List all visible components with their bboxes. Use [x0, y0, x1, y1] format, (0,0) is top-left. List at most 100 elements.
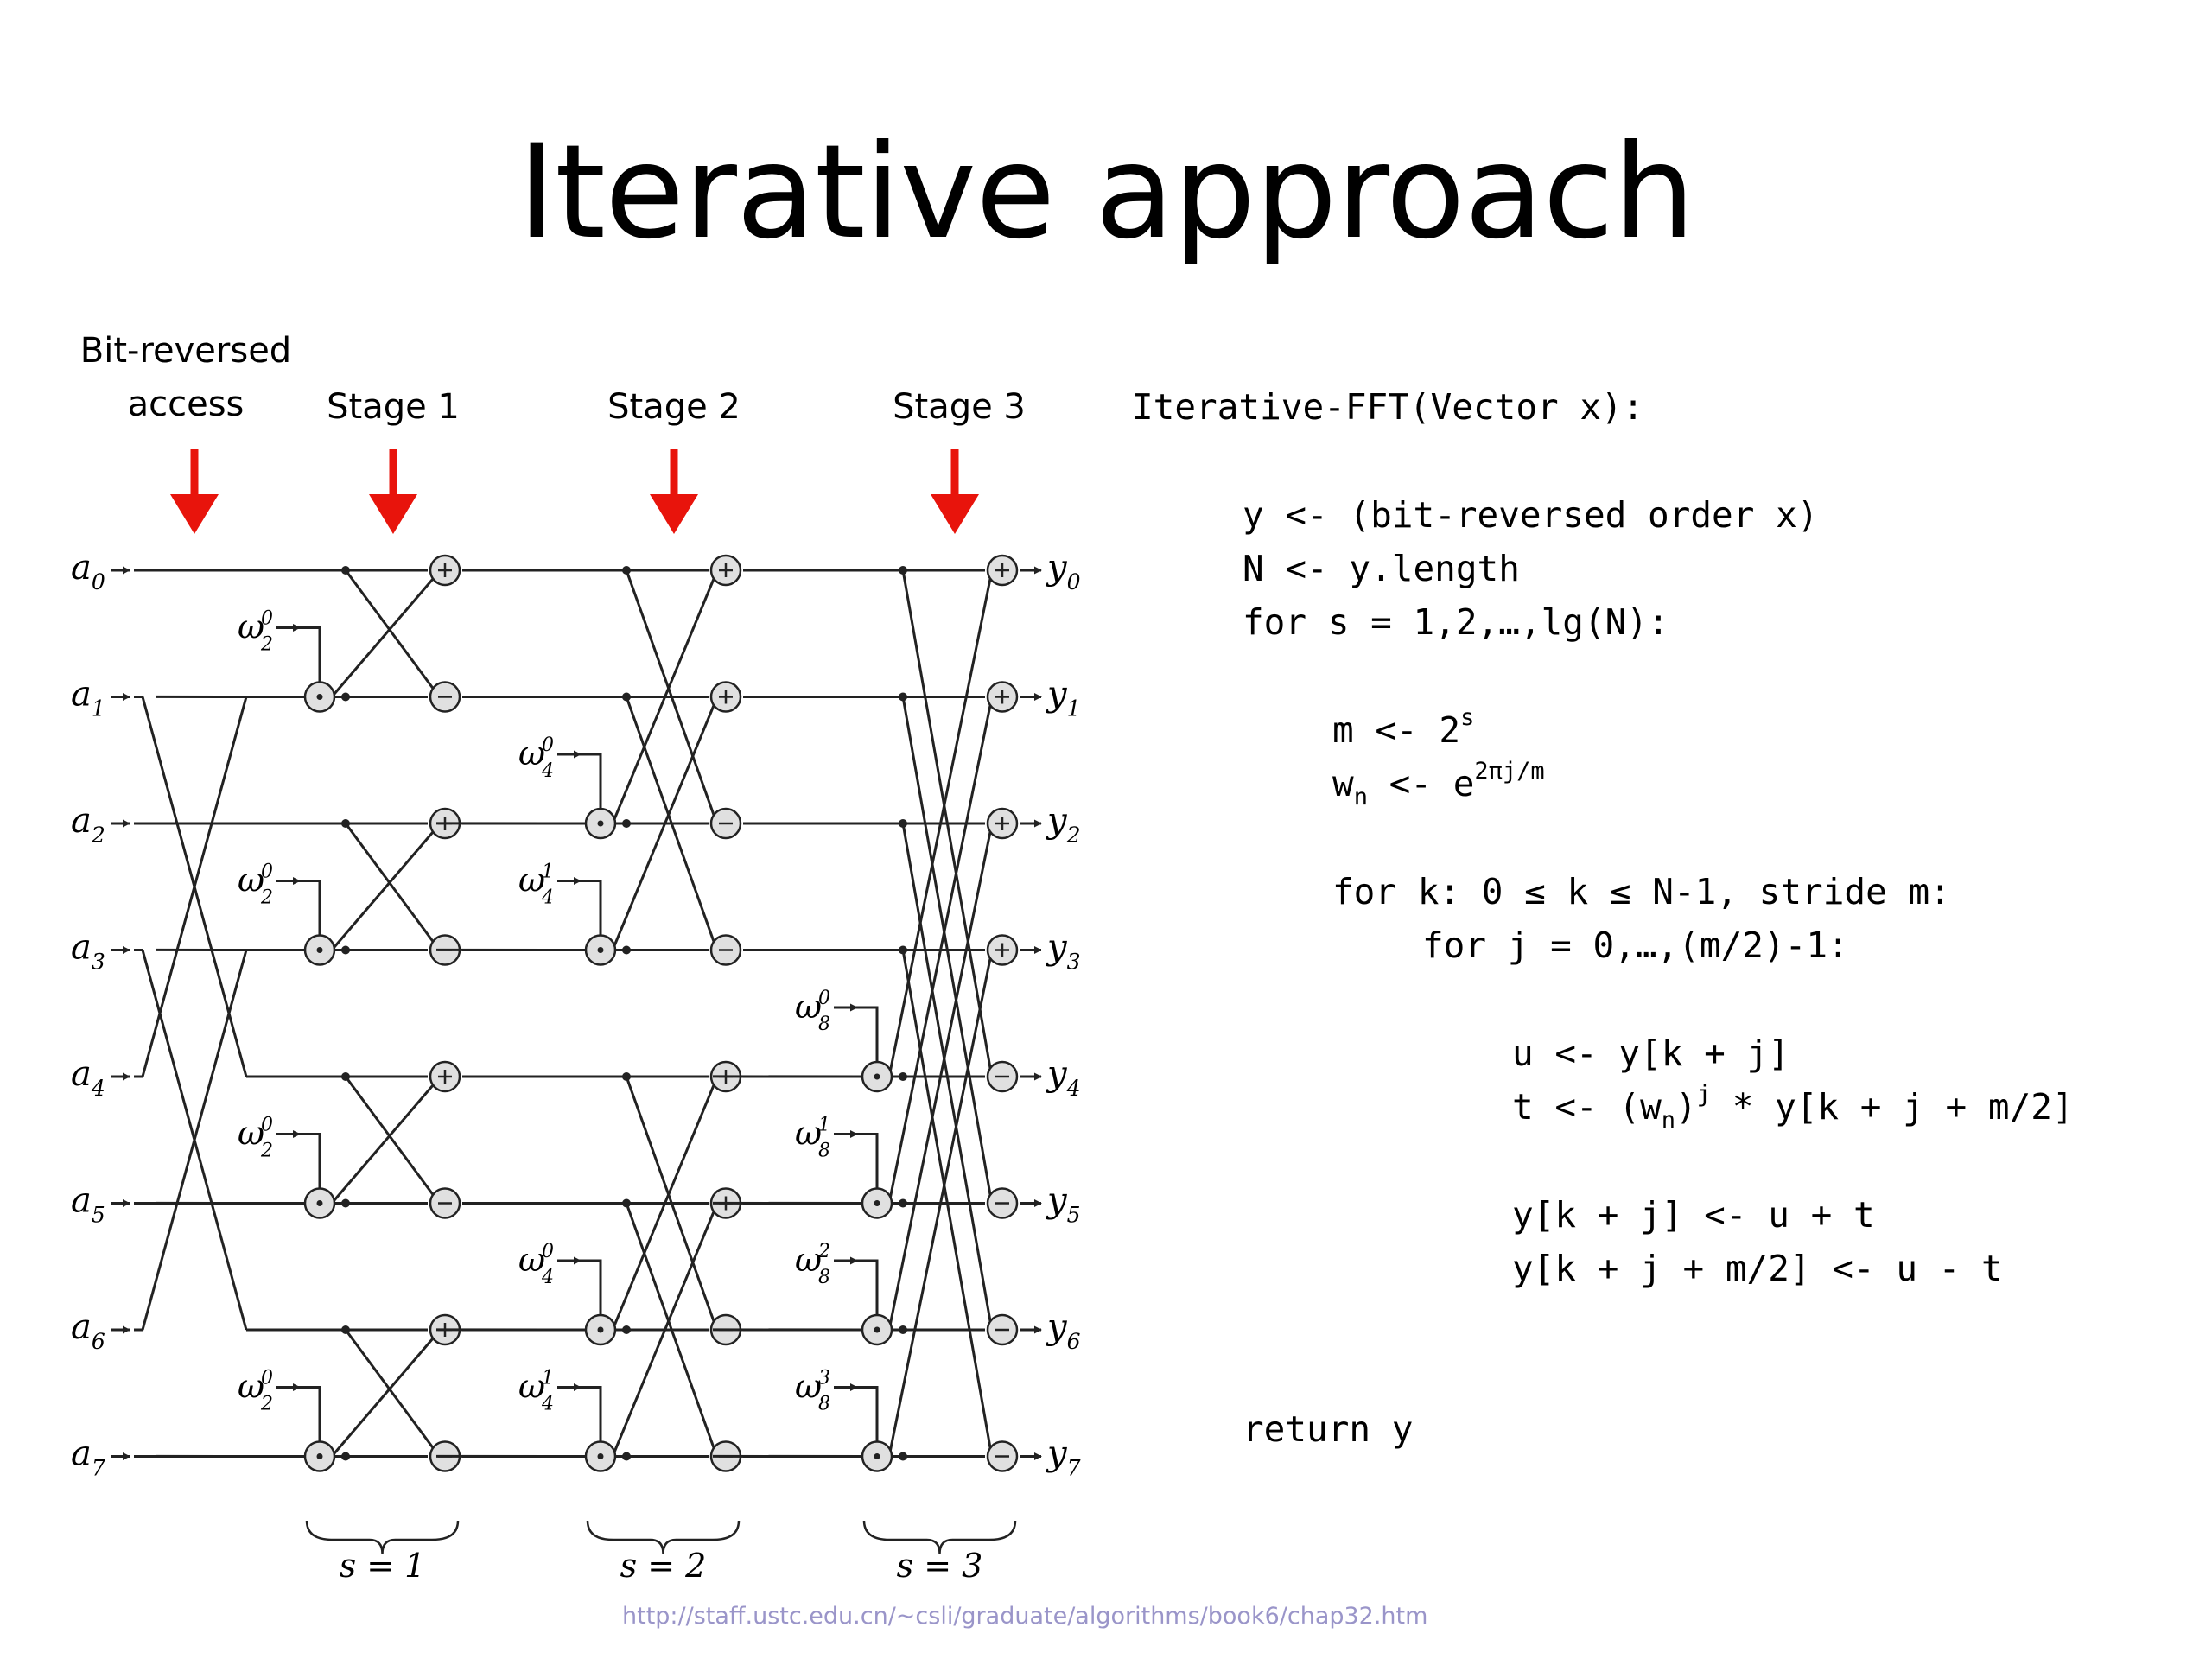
stage2-cross-up-1: [611, 704, 715, 951]
twiddle-sub-s2-2: 4: [541, 1267, 554, 1288]
twiddle-sub-s3-1: 8: [818, 1141, 830, 1162]
input-label-a4: a4: [71, 1054, 105, 1101]
stage3-cross-down-3: [901, 950, 992, 1448]
iterative-fft-pseudocode: Iterative-FFT(Vector x): y <- (bit-rever…: [1132, 380, 2074, 1450]
input-subscript-a7: 7: [92, 1456, 105, 1481]
stage3-multiply-dot-3: [874, 1453, 880, 1459]
code-line-t: t <- (wn)j * y[k + j + m/2]: [1512, 1080, 2074, 1134]
output-subscript-y6: 6: [1067, 1329, 1081, 1354]
twiddle-sub-s2-3: 4: [541, 1394, 554, 1415]
stage3-tap-6: [899, 1325, 907, 1334]
stage2-cross-down-0: [625, 569, 715, 816]
input-subscript-a5: 5: [92, 1203, 105, 1228]
code-line-wn: wn <- e2πj/m: [1332, 757, 1545, 810]
twiddle-feed-s3-1: [857, 1133, 879, 1188]
twiddle-sup-s2-0: 0: [542, 734, 554, 756]
twiddle-sub-s2-1: 4: [541, 887, 554, 909]
stage2-cross-up-2: [611, 1084, 715, 1331]
twiddle-label-s2-0: ω40: [518, 734, 554, 782]
bitrev-cross-6: [141, 950, 248, 1331]
code-line-j-loop: for j = 0,…,(m/2)-1:: [1422, 925, 1849, 966]
slide-title: Iterative approach: [517, 118, 1695, 268]
stage2-tap-3: [622, 945, 631, 955]
code-t-b: ): [1675, 1086, 1697, 1128]
twiddle-sub-s3-0: 8: [818, 1014, 830, 1035]
output-subscript-y1: 1: [1067, 696, 1081, 721]
stage2-tap-7: [622, 1452, 631, 1461]
stage1-tap-3: [341, 945, 350, 955]
stage3-cross-down-1: [901, 696, 992, 1195]
stage1-cross-up-2: [330, 1084, 435, 1205]
twiddle-feed-s3-3: [857, 1386, 879, 1441]
twiddle-sup-s2-1: 1: [542, 861, 554, 883]
output-label-y5: y5: [1046, 1181, 1081, 1228]
stage3-brace-label: s = 3: [897, 1547, 983, 1585]
input-label-a1: a1: [71, 675, 105, 721]
twiddle-sub-s2-0: 4: [541, 760, 554, 782]
twiddle-feed-s1-1: [300, 880, 321, 935]
stage3-cross-up-3: [887, 958, 992, 1457]
twiddle-feed-s2-1: [581, 880, 602, 935]
output-label-y6: y6: [1046, 1307, 1081, 1354]
twiddle-label-s3-2: ω82: [795, 1241, 830, 1288]
source-url: http://staff.ustc.edu.cn/~csli/graduate/…: [622, 1603, 1428, 1630]
twiddle-label-s1-0: ω20: [238, 608, 273, 656]
code-wn-sub: n: [1353, 784, 1368, 810]
output-label-y4: y4: [1046, 1054, 1081, 1101]
twiddle-sup-s3-0: 0: [818, 988, 830, 1009]
twiddle-sup-s3-1: 1: [818, 1115, 830, 1136]
twiddle-sup-s1-2: 0: [261, 1115, 273, 1136]
stage3-cross-down-0: [901, 569, 992, 1069]
twiddle-label-s2-1: ω41: [518, 861, 554, 909]
output-subscript-y5: 5: [1067, 1203, 1081, 1228]
stage-1-label: Stage 1: [327, 387, 460, 427]
input-subscript-a1: 1: [92, 696, 105, 721]
bitrev-cross-4: [141, 696, 248, 1077]
output-label-y2: y2: [1046, 801, 1081, 848]
output-subscript-y4: 4: [1066, 1076, 1081, 1101]
twiddle-sup-s1-3: 0: [261, 1368, 273, 1389]
stage2-cross-down-3: [625, 1202, 715, 1449]
twiddle-sup-s1-0: 0: [261, 608, 273, 630]
twiddle-feed-s3-2: [857, 1259, 879, 1314]
stage1-cross-up-0: [330, 578, 435, 698]
stage3-multiply-dot-0: [874, 1073, 880, 1080]
code-line-stage-loop: for s = 1,2,…,lg(N):: [1243, 601, 1669, 643]
code-line-diff: y[k + j + m/2] <- u - t: [1512, 1248, 2003, 1289]
stage-3-label: Stage 3: [893, 387, 1026, 427]
twiddle-sup-s2-2: 0: [542, 1241, 554, 1262]
input-label-a0: a0: [71, 548, 105, 594]
code-t-exponent: j: [1696, 1081, 1712, 1108]
input-label-a7: a7: [71, 1434, 105, 1481]
twiddle-label-s1-2: ω20: [238, 1115, 273, 1162]
stage1-brace-label: s = 1: [340, 1547, 426, 1585]
stage1-brace: [305, 1520, 460, 1554]
code-line-u: u <- y[k + j]: [1512, 1033, 1789, 1074]
output-subscript-y7: 7: [1067, 1456, 1081, 1481]
code-line-length: N <- y.length: [1243, 548, 1520, 589]
input-subscript-a4: 4: [91, 1076, 105, 1101]
twiddle-sup-s1-1: 0: [261, 861, 273, 883]
stage-arrow-head-2: [650, 494, 698, 534]
stage3-tap-4: [899, 1072, 907, 1081]
stage1-multiply-dot-2: [316, 1200, 323, 1206]
stage2-cross-up-0: [611, 578, 715, 824]
stage3-cross-up-0: [887, 578, 992, 1077]
input-subscript-a3: 3: [92, 950, 105, 975]
stage2-tap-6: [622, 1325, 631, 1334]
stage2-multiply-dot-2: [597, 1326, 604, 1333]
twiddle-feed-s1-2: [300, 1133, 321, 1188]
bit-reversed-access-label: Bit-reversed access: [79, 331, 292, 424]
stage3-cross-up-1: [887, 705, 992, 1204]
code-t-a: t <- (w: [1512, 1086, 1662, 1128]
code-line-return: return y: [1243, 1408, 1414, 1450]
code-t-sub: n: [1661, 1107, 1676, 1134]
code-line-m: m <- 2s: [1332, 703, 1474, 757]
stage3-cross-down-2: [901, 823, 992, 1322]
twiddle-sub-s1-0: 2: [260, 634, 273, 656]
output-subscript-y3: 3: [1067, 950, 1081, 975]
code-wn-w: w: [1332, 763, 1354, 804]
stage3-tap-5: [899, 1198, 907, 1208]
stage2-tap-2: [622, 819, 631, 828]
